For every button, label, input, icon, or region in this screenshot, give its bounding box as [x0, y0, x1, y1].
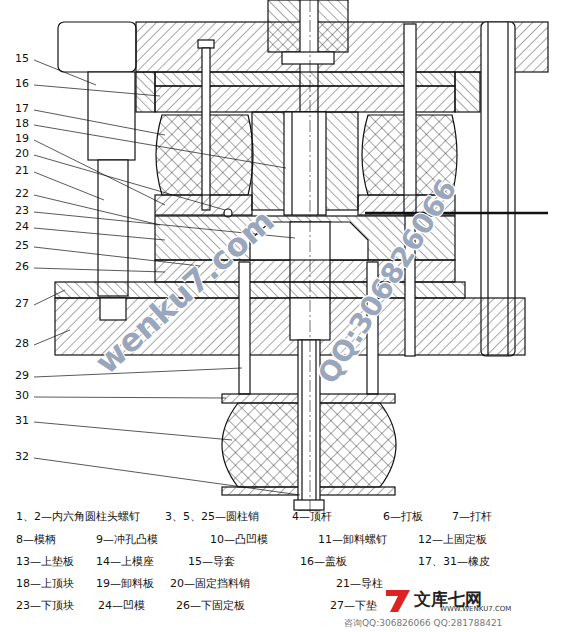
- callout-number: 16: [14, 78, 30, 90]
- callout-number: 26: [14, 261, 30, 273]
- part-name: 17、31—橡皮: [418, 556, 490, 568]
- part-name: 23—下顶块: [16, 600, 74, 612]
- part-name: 18—上顶块: [16, 578, 74, 590]
- part-name: 4—顶杆: [292, 511, 332, 523]
- callout-number: 24: [14, 221, 30, 233]
- part-name: 10—凸凹模: [210, 534, 268, 546]
- callout-number: 20: [14, 148, 30, 160]
- part-name: 1、2—内六角圆柱头螺钉: [16, 511, 140, 523]
- part-name: 27—下垫: [330, 600, 377, 612]
- part-name: 7—打杆: [452, 511, 492, 523]
- part-name: 15—导套: [188, 556, 235, 568]
- part-name: 13—上垫板: [16, 556, 74, 568]
- callout-number: 23: [14, 205, 30, 217]
- callout-number: 22: [14, 188, 30, 200]
- part-name: 12—上固定板: [418, 534, 487, 546]
- callout-number: 17: [14, 103, 30, 115]
- part-name: 3、5、25—圆柱销: [165, 511, 259, 523]
- callout-number: 25: [14, 240, 30, 252]
- part-name: 6—打板: [383, 511, 423, 523]
- part-name: 9—冲孔凸模: [96, 534, 158, 546]
- part-name: 19—卸料板: [96, 578, 154, 590]
- watermark: WWW.WENKU7.COM: [440, 606, 511, 614]
- part-name: 11—卸料螺钉: [318, 534, 387, 546]
- callout-number: 29: [14, 370, 30, 382]
- callout-number: 21: [14, 165, 30, 177]
- callout-number: 19: [14, 133, 30, 145]
- part-name: 24—凹模: [98, 600, 145, 612]
- callout-number: 32: [14, 451, 30, 463]
- part-name: 8—模柄: [16, 534, 56, 546]
- part-name: 14—上模座: [96, 556, 154, 568]
- callout-number: 30: [14, 390, 30, 402]
- callout-number: 31: [14, 415, 30, 427]
- callout-number: 28: [14, 338, 30, 350]
- part-name: 21—导柱: [336, 578, 383, 590]
- watermark: 咨询QQ:306826066 QQ:281788421: [344, 619, 502, 629]
- part-name: 20—固定挡料销: [170, 578, 250, 590]
- callout-number: 27: [14, 298, 30, 310]
- callout-number: 15: [14, 53, 30, 65]
- callout-number: 18: [14, 118, 30, 130]
- part-name: 16—盖板: [300, 556, 347, 568]
- part-name: 26—下固定板: [176, 600, 245, 612]
